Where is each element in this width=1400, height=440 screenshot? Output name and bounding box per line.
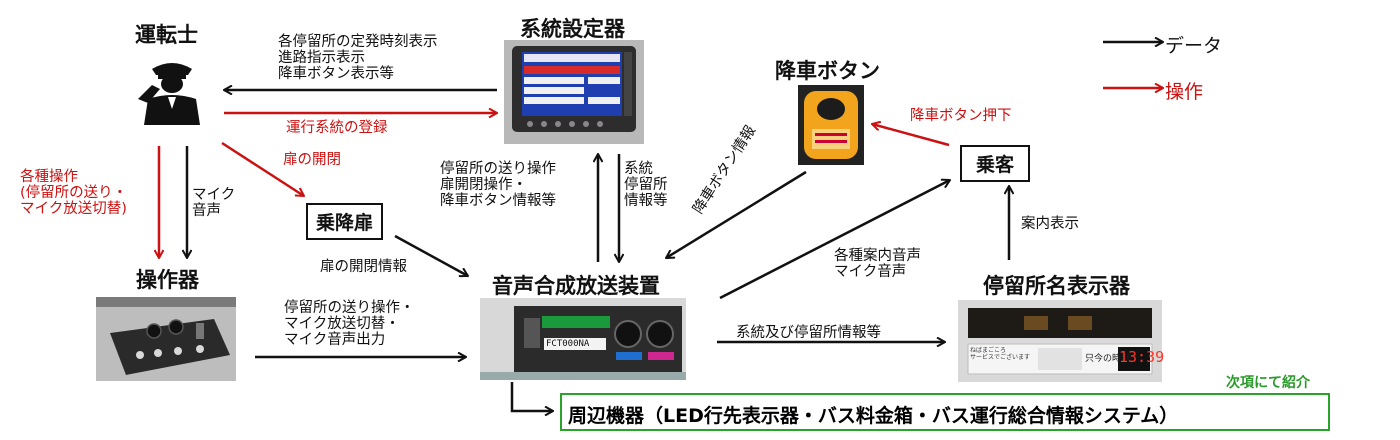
label-driver-door: 扉の開閉 (283, 152, 341, 168)
legend-operation-label: 操作 (1165, 81, 1204, 103)
node-door: 乗降扉 (306, 203, 384, 240)
peripherals-text: 周辺機器（LED行先表示器・バス料金箱・バス運行総合情報システム） (568, 405, 1179, 427)
title-stop-button: 降車ボタン (775, 59, 880, 83)
legend-data-label: データ (1165, 35, 1223, 57)
label-broadcaster-to-setter: 停留所の送り操作 扉開閉操作・ 降車ボタン情報等 (440, 161, 556, 209)
arrow-driver-to-door (221, 141, 304, 196)
title-driver: 運転士 (135, 23, 198, 47)
label-next-section: 次項にて紹介 (1226, 375, 1310, 391)
label-driver-to-setter: 運行系統の登録 (286, 120, 388, 136)
label-setter-to-broadcaster: 系統 停留所 情報等 (624, 161, 668, 209)
title-controller: 操作器 (136, 268, 199, 292)
stop-display-clock-label: 只今の時刻 (1085, 354, 1131, 364)
arrow-stopbutton-to-broadcaster (666, 170, 807, 258)
label-stop-button-press: 降車ボタン押下 (910, 108, 1012, 124)
broadcaster-device-icon (480, 298, 686, 380)
arrow-broadcaster-to-passenger (719, 180, 950, 300)
label-door-info: 扉の開閉情報 (320, 259, 407, 275)
label-driver-controller-black: マイク 音声 (192, 187, 236, 219)
controller-device-icon (96, 297, 236, 381)
system-setter-device-icon (504, 40, 644, 144)
label-system-info: 系統及び停留所情報等 (736, 325, 881, 341)
title-system-setter: 系統設定器 (520, 17, 625, 41)
stop-button-device-icon (798, 85, 864, 165)
label-announce-voice: 各種案内音声 マイク音声 (834, 248, 921, 280)
stop-display-left-text: ねばまごころ サービスでございます (970, 347, 1031, 361)
arrow-broadcaster-to-peripherals (510, 382, 553, 411)
arrow-passenger-to-stopbutton (872, 124, 950, 147)
title-stop-display: 停留所名表示器 (983, 274, 1130, 298)
title-broadcaster: 音声合成放送装置 (492, 274, 660, 298)
stop-display-time: 13:39 (1119, 348, 1165, 366)
stop-display-device-icon (958, 300, 1162, 382)
driver-icon (138, 63, 200, 125)
node-peripherals: 周辺機器（LED行先表示器・バス料金箱・バス運行総合情報システム） (560, 393, 1330, 431)
arrow-door-to-broadcaster (394, 234, 468, 276)
label-controller-to-broadcaster: 停留所の送り操作・ マイク放送切替・ マイク音声出力 (284, 300, 415, 348)
label-guide-display: 案内表示 (1021, 216, 1079, 232)
label-driver-controller-red: 各種操作 (停留所の送り・ マイク放送切替) (20, 169, 128, 217)
node-passenger: 乗客 (960, 145, 1031, 182)
broadcaster-screen-text: FCT000NA (546, 339, 590, 349)
label-setter-to-driver: 各停留所の定発時刻表示 進路指示表示 降車ボタン表示等 (278, 34, 438, 82)
